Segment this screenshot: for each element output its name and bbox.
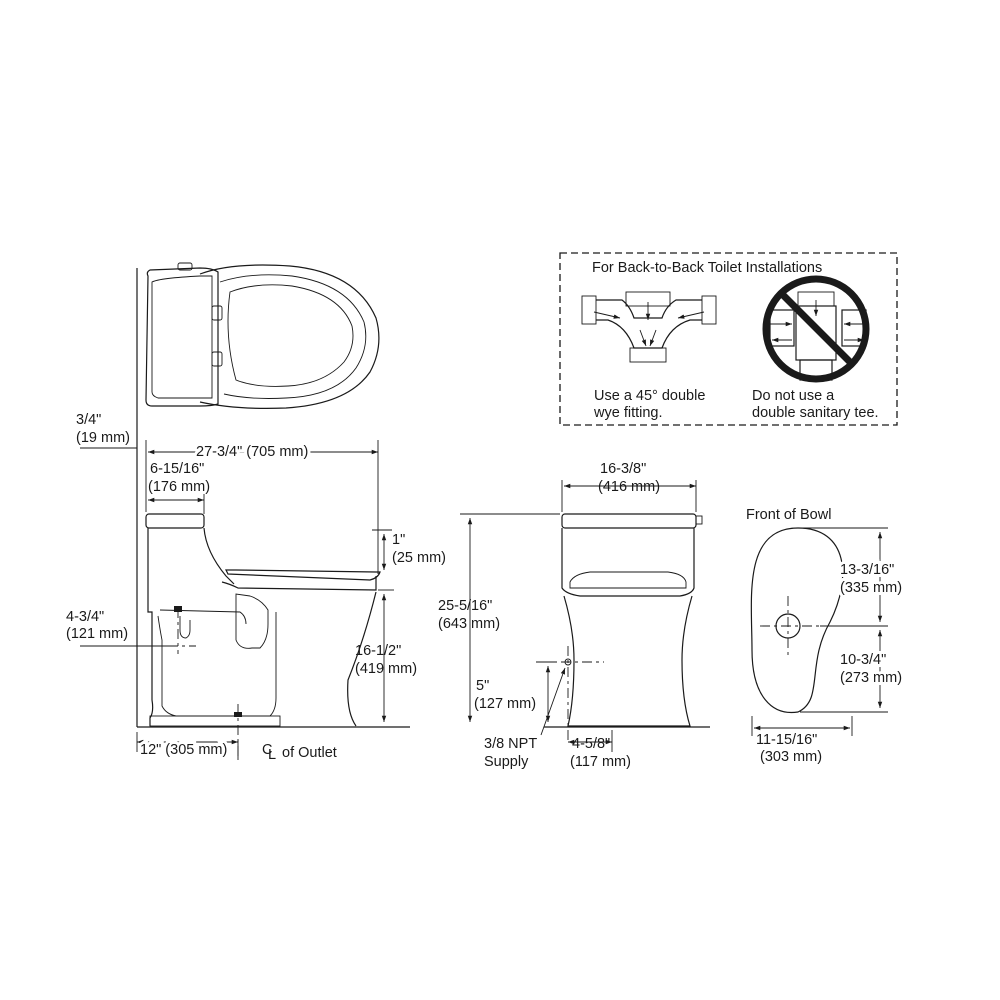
overall-height-mm-label: (643 mm) <box>438 616 500 632</box>
seat-rise-label: 1" <box>392 532 405 548</box>
back-to-back-inset <box>559 252 898 426</box>
top-clearance-mm-label: (19 mm) <box>76 430 130 446</box>
bowl-front-length-mm-label: (335 mm) <box>840 580 902 596</box>
bowl-dimensions <box>751 527 888 736</box>
rim-height-label: 16-1/2" <box>355 643 401 659</box>
bowl-rear-length-label: 10-3/4" <box>840 652 886 668</box>
overall-height-label: 25-5/16" <box>438 598 492 614</box>
bowl-width-mm-label: (303 mm) <box>760 749 822 765</box>
rough-in-label: 12" (305 mm) <box>140 742 227 758</box>
double-wye-fitting-icon <box>581 291 717 363</box>
inset-dont-text-2: double sanitary tee. <box>752 405 879 421</box>
bowl-rear-length-mm-label: (273 mm) <box>840 670 902 686</box>
outlet-label: of Outlet <box>282 745 337 761</box>
inset-title: For Back-to-Back Toilet Installations <box>592 260 822 276</box>
inset-do-text-2: wye fitting. <box>593 405 663 421</box>
outlet-centerline-symbol-sub: L <box>268 747 276 763</box>
outlet-centerline-symbol: C <box>262 742 272 758</box>
inset-do-text-1: Use a 45° double <box>594 388 705 404</box>
wall-and-floor <box>136 268 410 728</box>
toilet-top-view <box>145 262 380 409</box>
dimension-labels: 3/4" (19 mm) 27-3/4" (705 mm) 6-15/16" (… <box>66 412 905 770</box>
side-view-dimensions <box>80 440 394 760</box>
inset-labels: For Back-to-Back Toilet Installations Us… <box>592 260 879 421</box>
supply-elevation-label: 5" <box>476 678 489 694</box>
bowl-width-label: 11-15/16" <box>756 732 817 748</box>
supply-height-mm-label: (121 mm) <box>66 626 128 642</box>
supply-elevation-mm-label: (127 mm) <box>474 696 536 712</box>
seat-rise-mm-label: (25 mm) <box>392 550 446 566</box>
inset-dont-text-1: Do not use a <box>752 388 835 404</box>
supply-type-label-2: Supply <box>484 754 529 770</box>
supply-height-label: 4-3/4" <box>66 609 104 625</box>
overall-width-label: 16-3/8" <box>600 461 646 477</box>
tank-depth-label: 6-15/16" <box>150 461 204 477</box>
top-clearance-label: 3/4" <box>76 412 101 428</box>
toilet-side-view <box>145 513 381 760</box>
supply-type-label: 3/8 NPT <box>484 736 537 752</box>
bowl-front-length-label: 13-3/16" <box>840 562 894 578</box>
double-sanitary-tee-prohibited-icon <box>762 275 870 383</box>
supply-offset-mm-label: (117 mm) <box>570 754 631 770</box>
bowl-outline-view <box>750 527 844 714</box>
toilet-front-view <box>540 513 710 740</box>
rim-height-mm-label: (419 mm) <box>355 661 417 677</box>
overall-width-mm-label: (416 mm) <box>598 479 660 495</box>
tank-depth-mm-label: (176 mm) <box>148 479 210 495</box>
overall-length-label: 27-3/4" (705 mm) <box>196 444 308 460</box>
front-of-bowl-label: Front of Bowl <box>746 507 831 523</box>
front-view-dimensions <box>460 480 697 752</box>
supply-offset-label: 4-5/8" <box>572 736 610 752</box>
